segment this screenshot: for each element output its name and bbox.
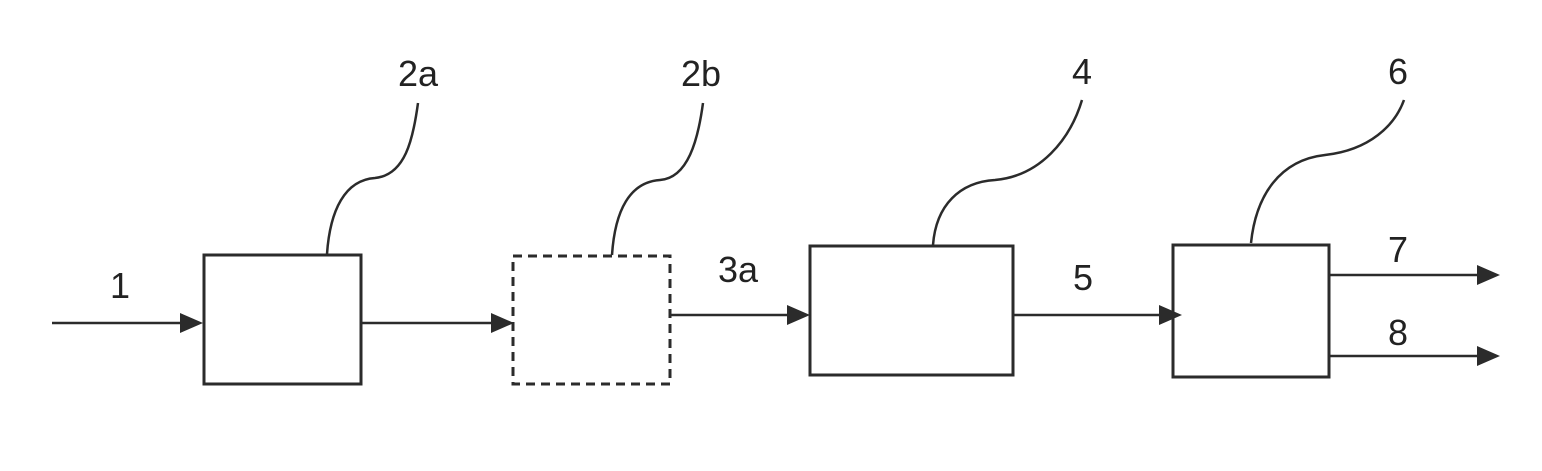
label-2b: 2b bbox=[681, 53, 721, 94]
label-stream-5: 5 bbox=[1073, 257, 1093, 298]
leader-2a bbox=[327, 103, 418, 254]
label-output-8: 8 bbox=[1388, 312, 1408, 353]
label-2a: 2a bbox=[398, 53, 439, 94]
arrow-3a bbox=[671, 305, 810, 325]
label-input-1: 1 bbox=[110, 265, 130, 306]
leader-2b bbox=[612, 103, 703, 255]
arrow-5 bbox=[1014, 305, 1182, 325]
label-6: 6 bbox=[1388, 51, 1408, 92]
block-4 bbox=[810, 246, 1013, 375]
label-4: 4 bbox=[1072, 51, 1092, 92]
arrow-input-1 bbox=[52, 313, 203, 333]
block-2b-optional bbox=[513, 256, 670, 384]
leader-4 bbox=[933, 100, 1082, 245]
block-2a bbox=[204, 255, 361, 384]
block-6 bbox=[1173, 245, 1329, 377]
label-output-7: 7 bbox=[1388, 229, 1408, 270]
arrow-output-7 bbox=[1330, 265, 1500, 285]
arrow-output-8 bbox=[1330, 346, 1500, 366]
leader-6 bbox=[1251, 100, 1404, 243]
arrow-2a-to-2b bbox=[362, 313, 514, 333]
label-stream-3a: 3a bbox=[718, 249, 759, 290]
